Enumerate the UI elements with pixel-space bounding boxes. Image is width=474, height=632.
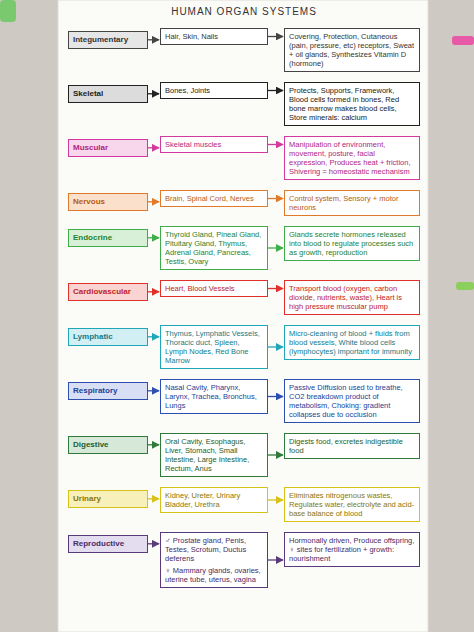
system-name: Urinary (73, 494, 143, 504)
organ-list: Brain, Spinal Cord, Nerves (165, 194, 263, 203)
flow-arrow (268, 454, 283, 455)
function-box: Micro-cleaning of blood + fluids from bl… (284, 325, 420, 360)
flow-arrow (268, 144, 283, 145)
system-name: Endocrine (73, 233, 143, 243)
function-box: Control system, Sensory + motor neurons (284, 190, 420, 216)
organ-list: Heart, Blood Vessels (165, 284, 263, 293)
marker-cap (0, 0, 16, 22)
flow-arrow (148, 390, 159, 391)
flow-arrow (148, 201, 159, 202)
flow-arrow (148, 336, 159, 337)
system-name: Digestive (73, 440, 143, 450)
system-name: Respiratory (73, 386, 143, 396)
organ-list: Oral Cavity, Esophagus, Liver, Stomach, … (165, 437, 263, 473)
flow-arrow (148, 498, 159, 499)
function-note: Manipulation of environment, movement, p… (289, 140, 415, 176)
organ-list: Thymus, Lymphatic Vessels, Thoracic duct… (165, 329, 263, 365)
system-name: Reproductive (73, 539, 143, 549)
organ-box: Kidney, Ureter, Urinary Bladder, Urethra (160, 487, 268, 513)
system-name: Skeletal (73, 89, 143, 99)
function-box: Glands secrete hormones released into bl… (284, 226, 420, 261)
system-box: Reproductive (68, 535, 148, 553)
function-note: Protects, Supports, Framework, Blood cel… (289, 86, 415, 122)
flow-arrow (268, 346, 283, 347)
organ-list: Kidney, Ureter, Urinary Bladder, Urethra (165, 491, 263, 509)
system-box: Cardiovascular (68, 283, 148, 301)
organ-box: Hair, Skin, Nails (160, 28, 268, 45)
function-note: Transport blood (oxygen, carbon dioxide,… (289, 284, 415, 311)
function-box: Transport blood (oxygen, carbon dioxide,… (284, 280, 420, 315)
highlighter (456, 282, 474, 290)
flow-arrow (148, 93, 159, 94)
organ-list: Thyroid Gland, Pineal Gland, Pituitary G… (165, 230, 263, 266)
system-box: Integumentary (68, 31, 148, 49)
function-note: Eliminates nitrogenous wastes, Regulates… (289, 491, 415, 518)
function-box: Hormonally driven, Produce offspring, ♀ … (284, 532, 420, 567)
organ-box: Bones, Joints (160, 82, 268, 99)
flow-arrow (148, 291, 159, 292)
system-box: Skeletal (68, 85, 148, 103)
flow-arrow (268, 247, 283, 248)
system-name: Lymphatic (73, 332, 143, 342)
flow-arrow (148, 543, 159, 544)
organ-list: Skeletal muscles (165, 140, 263, 149)
function-note: Micro-cleaning of blood + fluids from bl… (289, 329, 415, 356)
organ-list: ♀ Mammary glands, ovaries, uterine tube,… (165, 566, 263, 584)
function-box: Manipulation of environment, movement, p… (284, 136, 420, 180)
system-box: Digestive (68, 436, 148, 454)
organ-box: Skeletal muscles (160, 136, 268, 153)
function-note: Hormonally driven, Produce offspring, ♀ … (289, 536, 415, 563)
organ-list: ♂ Prostate gland, Penis, Testes, Scrotum… (165, 536, 263, 563)
function-note: Covering, Protection, Cutaneous (pain, p… (289, 32, 415, 68)
function-box: Protects, Supports, Framework, Blood cel… (284, 82, 420, 126)
system-name: Muscular (73, 143, 143, 153)
function-note: Control system, Sensory + motor neurons (289, 194, 415, 212)
organ-box: Heart, Blood Vessels (160, 280, 268, 297)
organ-box: Thyroid Gland, Pineal Gland, Pituitary G… (160, 226, 268, 270)
highlighter (452, 36, 474, 45)
flow-arrow (268, 288, 283, 289)
paper-sheet (58, 0, 428, 632)
flow-arrow (148, 444, 159, 445)
system-name: Nervous (73, 197, 143, 207)
flow-arrow (148, 237, 159, 238)
flow-arrow (148, 147, 159, 148)
system-box: Endocrine (68, 229, 148, 247)
system-box: Nervous (68, 193, 148, 211)
organ-list: Bones, Joints (165, 86, 263, 95)
organ-box: Nasal Cavity, Pharynx, Larynx, Trachea, … (160, 379, 268, 414)
function-box: Passive Diffusion used to breathe, CO2 b… (284, 379, 420, 423)
organ-list: Nasal Cavity, Pharynx, Larynx, Trachea, … (165, 383, 263, 410)
organ-box: Oral Cavity, Esophagus, Liver, Stomach, … (160, 433, 268, 477)
flow-arrow (268, 499, 283, 500)
organ-box: ♂ Prostate gland, Penis, Testes, Scrotum… (160, 532, 268, 588)
flow-arrow (268, 559, 283, 560)
function-note: Passive Diffusion used to breathe, CO2 b… (289, 383, 415, 419)
function-note: Glands secrete hormones released into bl… (289, 230, 415, 257)
diagram-title: HUMAN ORGAN SYSTEMS (68, 6, 420, 17)
system-name: Integumentary (73, 35, 143, 45)
flow-arrow (148, 39, 159, 40)
system-box: Muscular (68, 139, 148, 157)
organ-list: Hair, Skin, Nails (165, 32, 263, 41)
flow-arrow (268, 198, 283, 199)
system-box: Respiratory (68, 382, 148, 400)
flow-arrow (268, 90, 283, 91)
system-box: Urinary (68, 490, 148, 508)
flow-arrow (268, 396, 283, 397)
function-box: Covering, Protection, Cutaneous (pain, p… (284, 28, 420, 72)
flow-arrow (268, 36, 283, 37)
function-box: Eliminates nitrogenous wastes, Regulates… (284, 487, 420, 522)
function-note: Digests food, excretes indigestible food (289, 437, 415, 455)
system-name: Cardiovascular (73, 287, 143, 297)
function-box: Digests food, excretes indigestible food (284, 433, 420, 459)
system-box: Lymphatic (68, 328, 148, 346)
organ-box: Brain, Spinal Cord, Nerves (160, 190, 268, 207)
organ-box: Thymus, Lymphatic Vessels, Thoracic duct… (160, 325, 268, 369)
